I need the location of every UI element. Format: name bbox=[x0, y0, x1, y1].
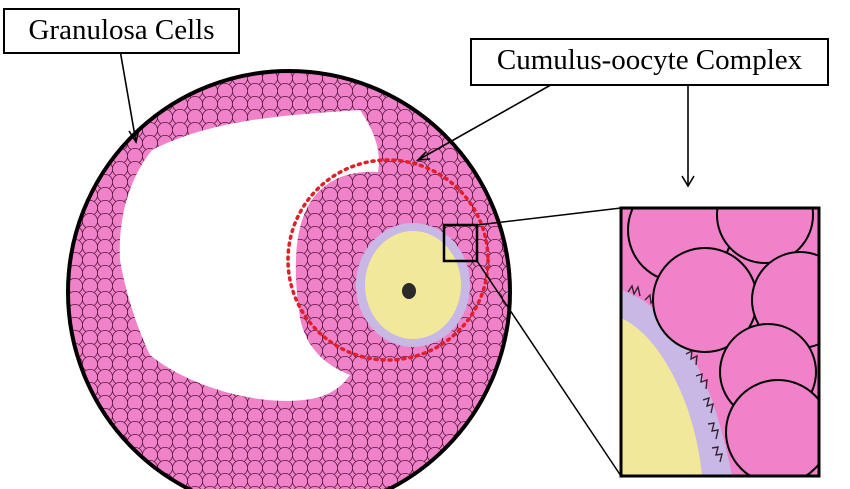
granulosa-cells-label: Granulosa Cells bbox=[3, 8, 240, 54]
follicle-outline bbox=[66, 69, 512, 489]
zoom-arrow bbox=[681, 84, 695, 188]
zoom-source-box bbox=[442, 223, 479, 263]
zoom-oocyte bbox=[621, 318, 702, 476]
cumulus-arrow bbox=[415, 81, 557, 161]
zoom-connector-top bbox=[476, 207, 622, 226]
zoom-cell bbox=[725, 379, 819, 476]
granulosa-arrow bbox=[119, 49, 140, 145]
zoom-panel bbox=[621, 208, 819, 476]
cumulus-oocyte-complex-label: Cumulus-oocyte Complex bbox=[470, 38, 829, 86]
zoom-panel-frame bbox=[619, 206, 821, 478]
cumulus-oocyte-highlight bbox=[286, 158, 490, 362]
nucleus bbox=[402, 283, 416, 299]
antrum bbox=[119, 110, 379, 401]
zoom-cell bbox=[716, 208, 814, 264]
follicle bbox=[68, 71, 510, 489]
zoom-connector-bottom bbox=[476, 260, 622, 477]
